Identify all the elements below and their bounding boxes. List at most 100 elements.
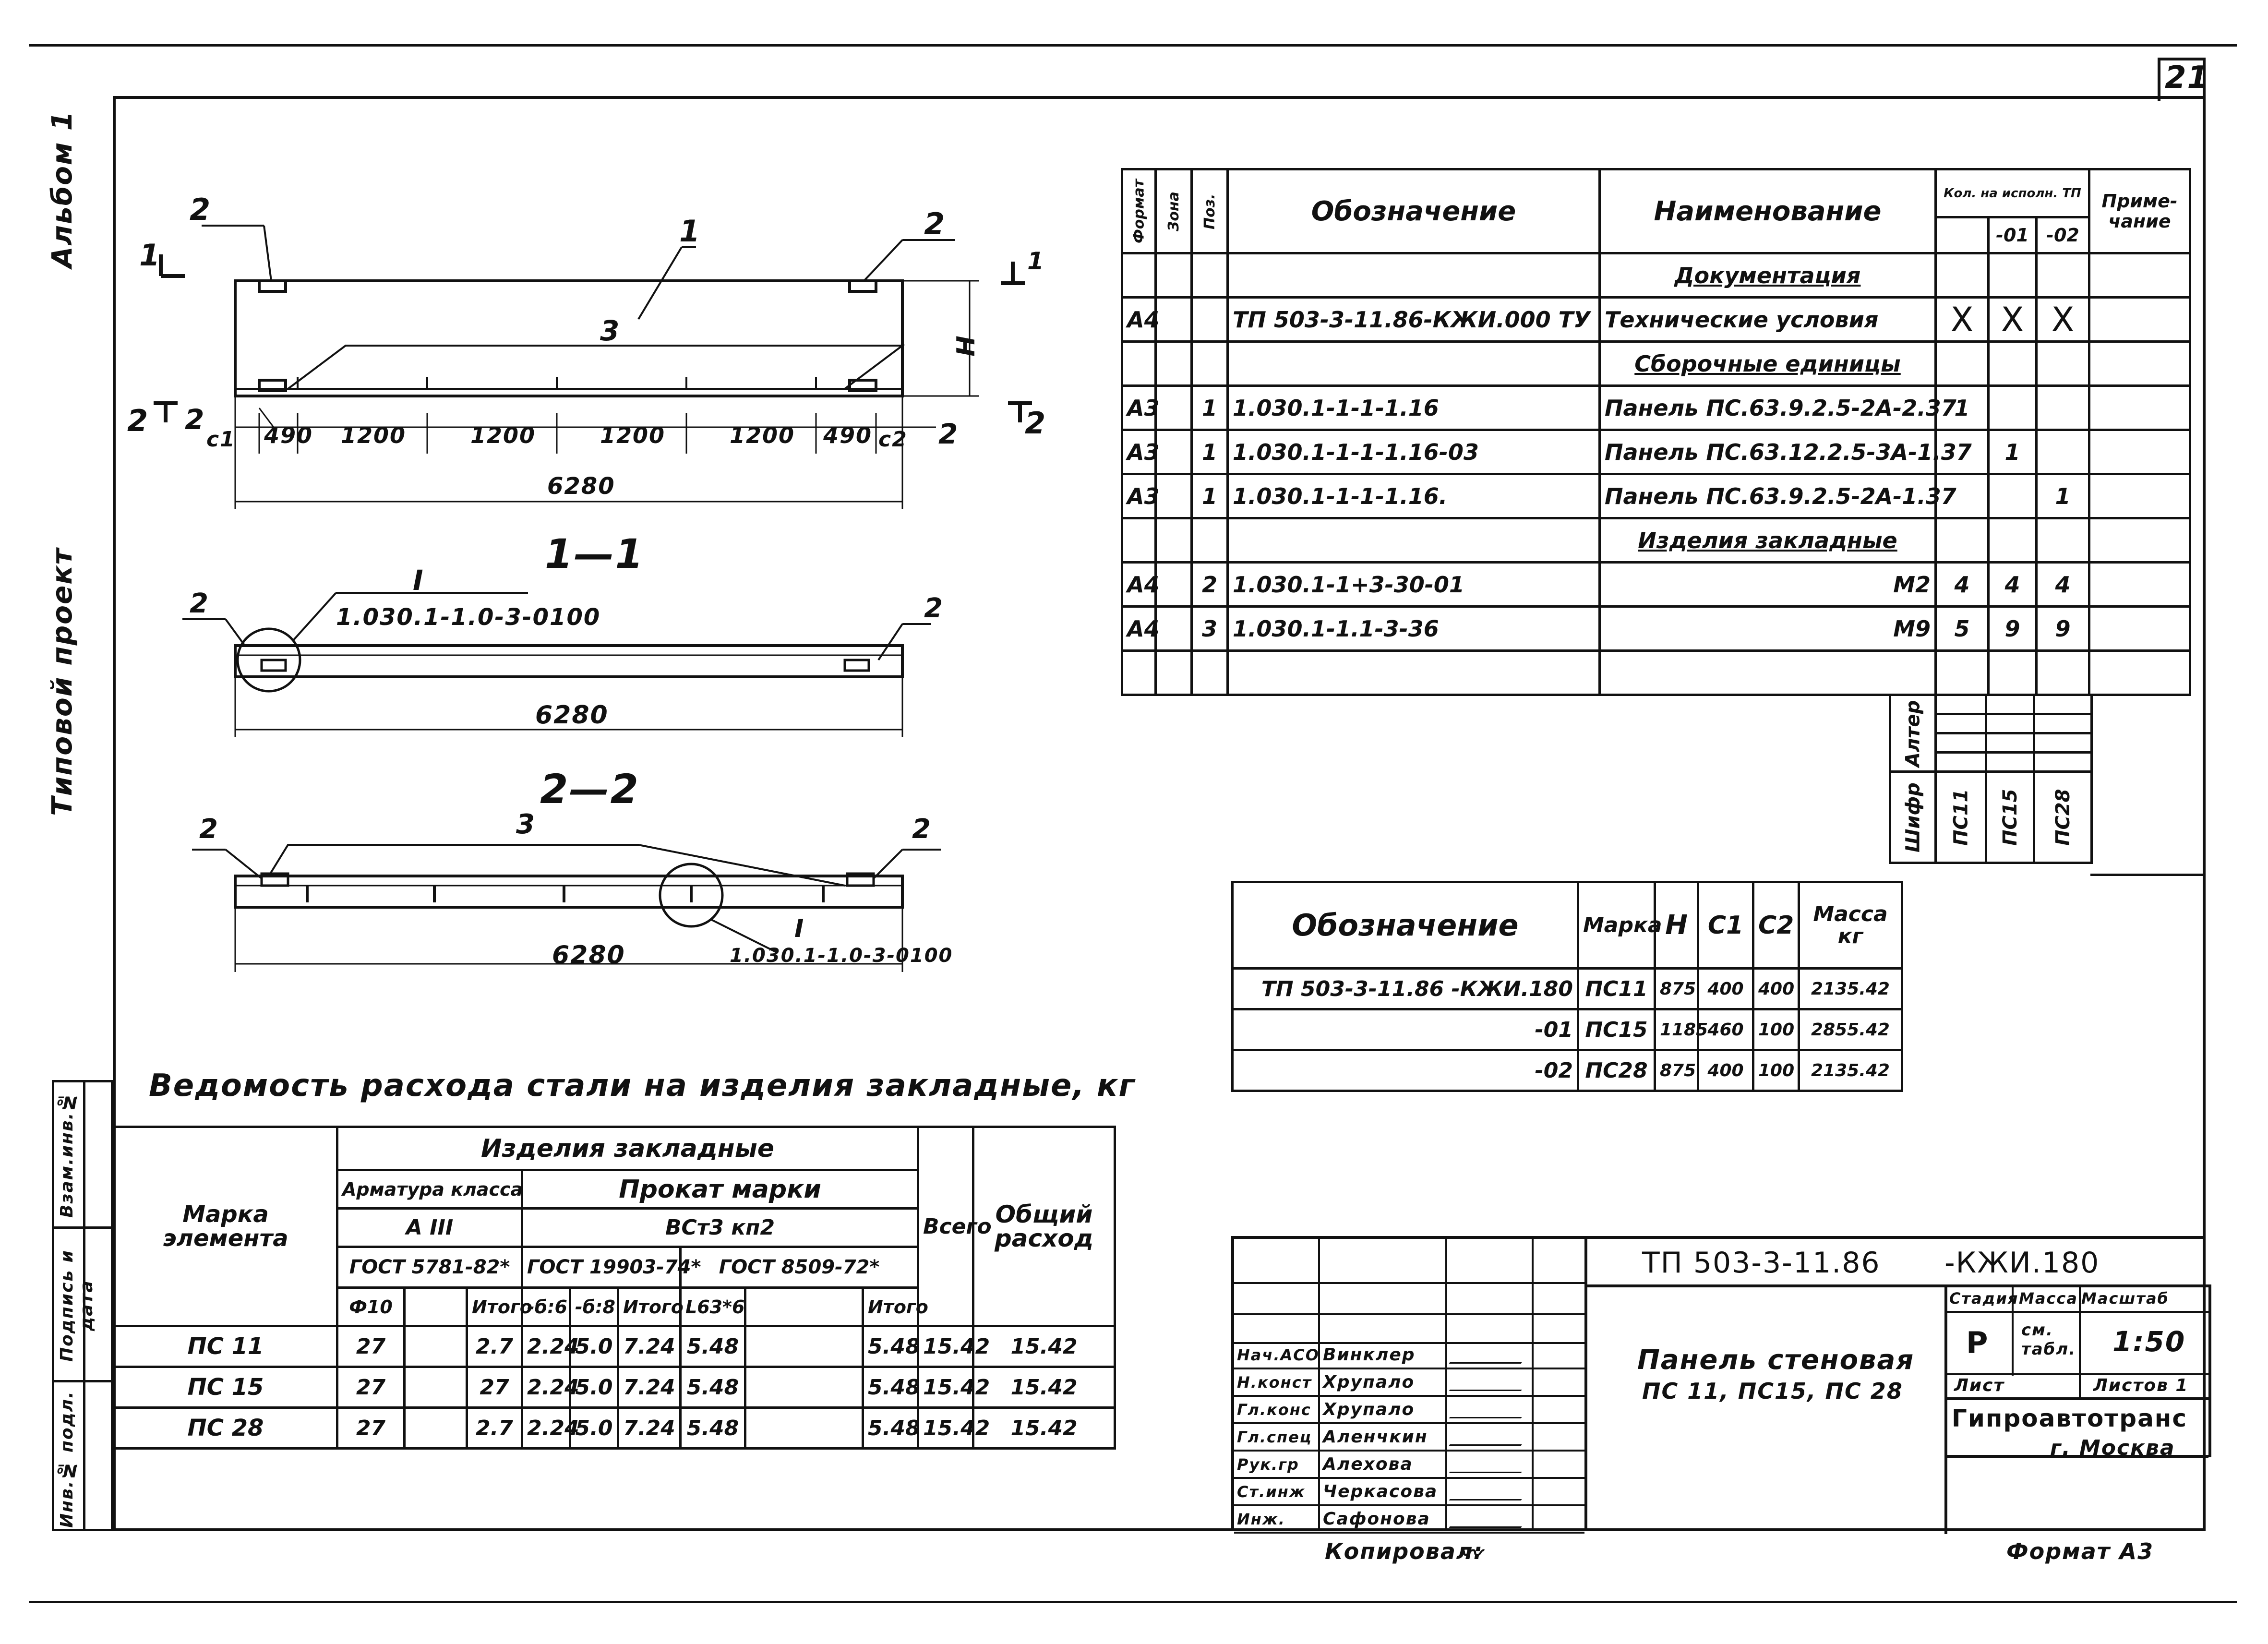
cipher-ps28: ПС28 bbox=[2034, 771, 2092, 863]
title-person-role: Ст.инж bbox=[1237, 1483, 1306, 1501]
spec-cell-format: А4 bbox=[1121, 561, 1160, 608]
title-person-name: Сафонова bbox=[1323, 1509, 1430, 1529]
title-scale-h: Масштаб bbox=[2081, 1289, 2169, 1308]
steel-cell: 2.24 bbox=[521, 1366, 579, 1409]
title-person-role: Рук.гр bbox=[1237, 1455, 1299, 1474]
title-person-name: Хрупало bbox=[1323, 1400, 1415, 1419]
title-person-signature bbox=[1449, 1516, 1528, 1528]
steel-cell: 15.42 bbox=[917, 1366, 990, 1409]
pos-label-3: 3 bbox=[600, 314, 621, 347]
spec-cell-q1 bbox=[1987, 252, 2038, 299]
steel-cell: 2.24 bbox=[521, 1325, 579, 1368]
spec-cell-pos bbox=[1190, 340, 1229, 387]
title-person-name: Алехова bbox=[1323, 1454, 1413, 1474]
title-stage: Р bbox=[1966, 1325, 1989, 1360]
spec-cell-q0: 1 bbox=[1934, 384, 1990, 431]
spec-cell-q2 bbox=[2035, 340, 2091, 387]
section-mark-1-left: 1 bbox=[139, 238, 161, 273]
steel-cell: 2.7 bbox=[466, 1406, 523, 1450]
title-sheet-h: Лист bbox=[1954, 1376, 2005, 1395]
spec-h-qty-tp: ТП bbox=[2062, 186, 2081, 201]
spec-cell-name: Технические условия bbox=[1598, 296, 1937, 343]
steel-h-a3: А III bbox=[336, 1207, 523, 1248]
section-mark-1-right: 1 bbox=[1027, 247, 1045, 275]
marks-cell: 460 bbox=[1697, 1008, 1754, 1051]
spec-cell-q1: X bbox=[1987, 296, 2038, 343]
bottom-rule bbox=[29, 1601, 2237, 1603]
spec-cell-format: А4 bbox=[1121, 296, 1160, 343]
spec-table: Формат Зона Поз. Обозначение Наименовани… bbox=[1121, 168, 2192, 696]
dim-1200-d: 1200 bbox=[730, 422, 795, 448]
marks-h-mark: Марка bbox=[1577, 881, 1662, 970]
spec-h-note: Приме-чание bbox=[2088, 168, 2192, 254]
marks-cell: 400 bbox=[1697, 967, 1754, 1010]
steel-cell: 2.24 bbox=[521, 1406, 579, 1450]
steel-h-general: Общий расход bbox=[972, 1126, 1116, 1327]
dim-c2: c2 bbox=[878, 427, 908, 452]
title-person-name: Хрупало bbox=[1323, 1372, 1415, 1392]
title-person-role: Гл.конс bbox=[1237, 1401, 1311, 1419]
spec-cell-pos: 1 bbox=[1190, 429, 1229, 475]
spec-row: Сборочные единицы bbox=[1121, 340, 2192, 387]
section-1-1-drawing bbox=[182, 592, 931, 737]
spec-cell-q1 bbox=[1987, 517, 2038, 564]
steel-cell: 27 bbox=[336, 1366, 406, 1409]
dim-1200-b: 1200 bbox=[470, 422, 536, 448]
spec-cell-zone bbox=[1154, 517, 1193, 564]
dim-1200-c: 1200 bbox=[600, 422, 666, 448]
sheet-number: 21 bbox=[2165, 60, 2210, 96]
spec-cell-pos: 1 bbox=[1190, 384, 1229, 431]
steel-cell: 15.42 bbox=[972, 1325, 1116, 1368]
spec-cell-q0 bbox=[1934, 473, 1990, 519]
section-mark-2-left: 2 bbox=[127, 403, 149, 438]
spec-cell-zone bbox=[1154, 429, 1193, 475]
top-rule bbox=[29, 44, 2237, 47]
title-code: ТП 503-3-11.86 bbox=[1642, 1246, 1881, 1280]
spec-cell-q2: 4 bbox=[2035, 561, 2091, 608]
spec-cell-q0: X bbox=[1934, 296, 1990, 343]
steel-cell: 2.7 bbox=[466, 1325, 523, 1368]
cipher-shifr: Шифр bbox=[1890, 771, 1936, 863]
pos-label-2-left: 2 bbox=[190, 192, 212, 227]
spec-cell-q1 bbox=[1987, 649, 2038, 696]
section-2-2-pos-2-left: 2 bbox=[199, 814, 219, 845]
spec-cell-name: М2 bbox=[1598, 561, 1937, 608]
title-city: г. Москва bbox=[2050, 1436, 2175, 1460]
title-code-suffix: -КЖИ.180 bbox=[1944, 1246, 2100, 1280]
overall-length-elevation: 6280 bbox=[547, 473, 615, 500]
spec-cell-designation: 1.030.1-1+3-30-01 bbox=[1226, 561, 1601, 608]
spec-cell-note bbox=[2088, 517, 2192, 564]
footer-copied: Копировал: bbox=[1325, 1538, 1483, 1564]
section-1-1-node-ref: 1.030.1-1.0-3-0100 bbox=[336, 604, 601, 631]
spec-cell-q0 bbox=[1934, 340, 1990, 387]
spec-cell-name: М9 bbox=[1598, 605, 1937, 652]
spec-cell-zone bbox=[1154, 649, 1193, 696]
title-person-signature bbox=[1449, 1352, 1528, 1364]
steel-cell: 5.48 bbox=[679, 1325, 746, 1368]
title-person-signature bbox=[1449, 1488, 1528, 1500]
spec-cell-zone bbox=[1154, 252, 1193, 299]
cipher-ps11: ПС11 bbox=[1935, 771, 1986, 863]
steel-cell bbox=[744, 1366, 864, 1409]
title-line-2: ПС 11, ПС15, ПС 28 bbox=[1642, 1378, 1903, 1404]
steel-cell: 15.42 bbox=[917, 1325, 990, 1368]
spec-cell-pos: 1 bbox=[1190, 473, 1229, 519]
steel-cell: 5.0 bbox=[569, 1406, 619, 1450]
marks-h-C2: C2 bbox=[1752, 881, 1800, 970]
spec-cell-format: А3 bbox=[1121, 384, 1160, 431]
marks-cell: -02 bbox=[1231, 1049, 1579, 1092]
pos-label-2-right: 2 bbox=[924, 206, 946, 241]
title-person-signature bbox=[1449, 1434, 1528, 1446]
spec-cell-note bbox=[2088, 649, 2192, 696]
title-mass: см. табл. bbox=[2021, 1320, 2076, 1359]
marks-cell: 2135.42 bbox=[1798, 1049, 1903, 1092]
spec-cell-format bbox=[1121, 252, 1157, 299]
pos-label-2-bottom-left: 2 bbox=[185, 403, 205, 436]
steel-sub-header: -б:6 bbox=[521, 1286, 571, 1327]
